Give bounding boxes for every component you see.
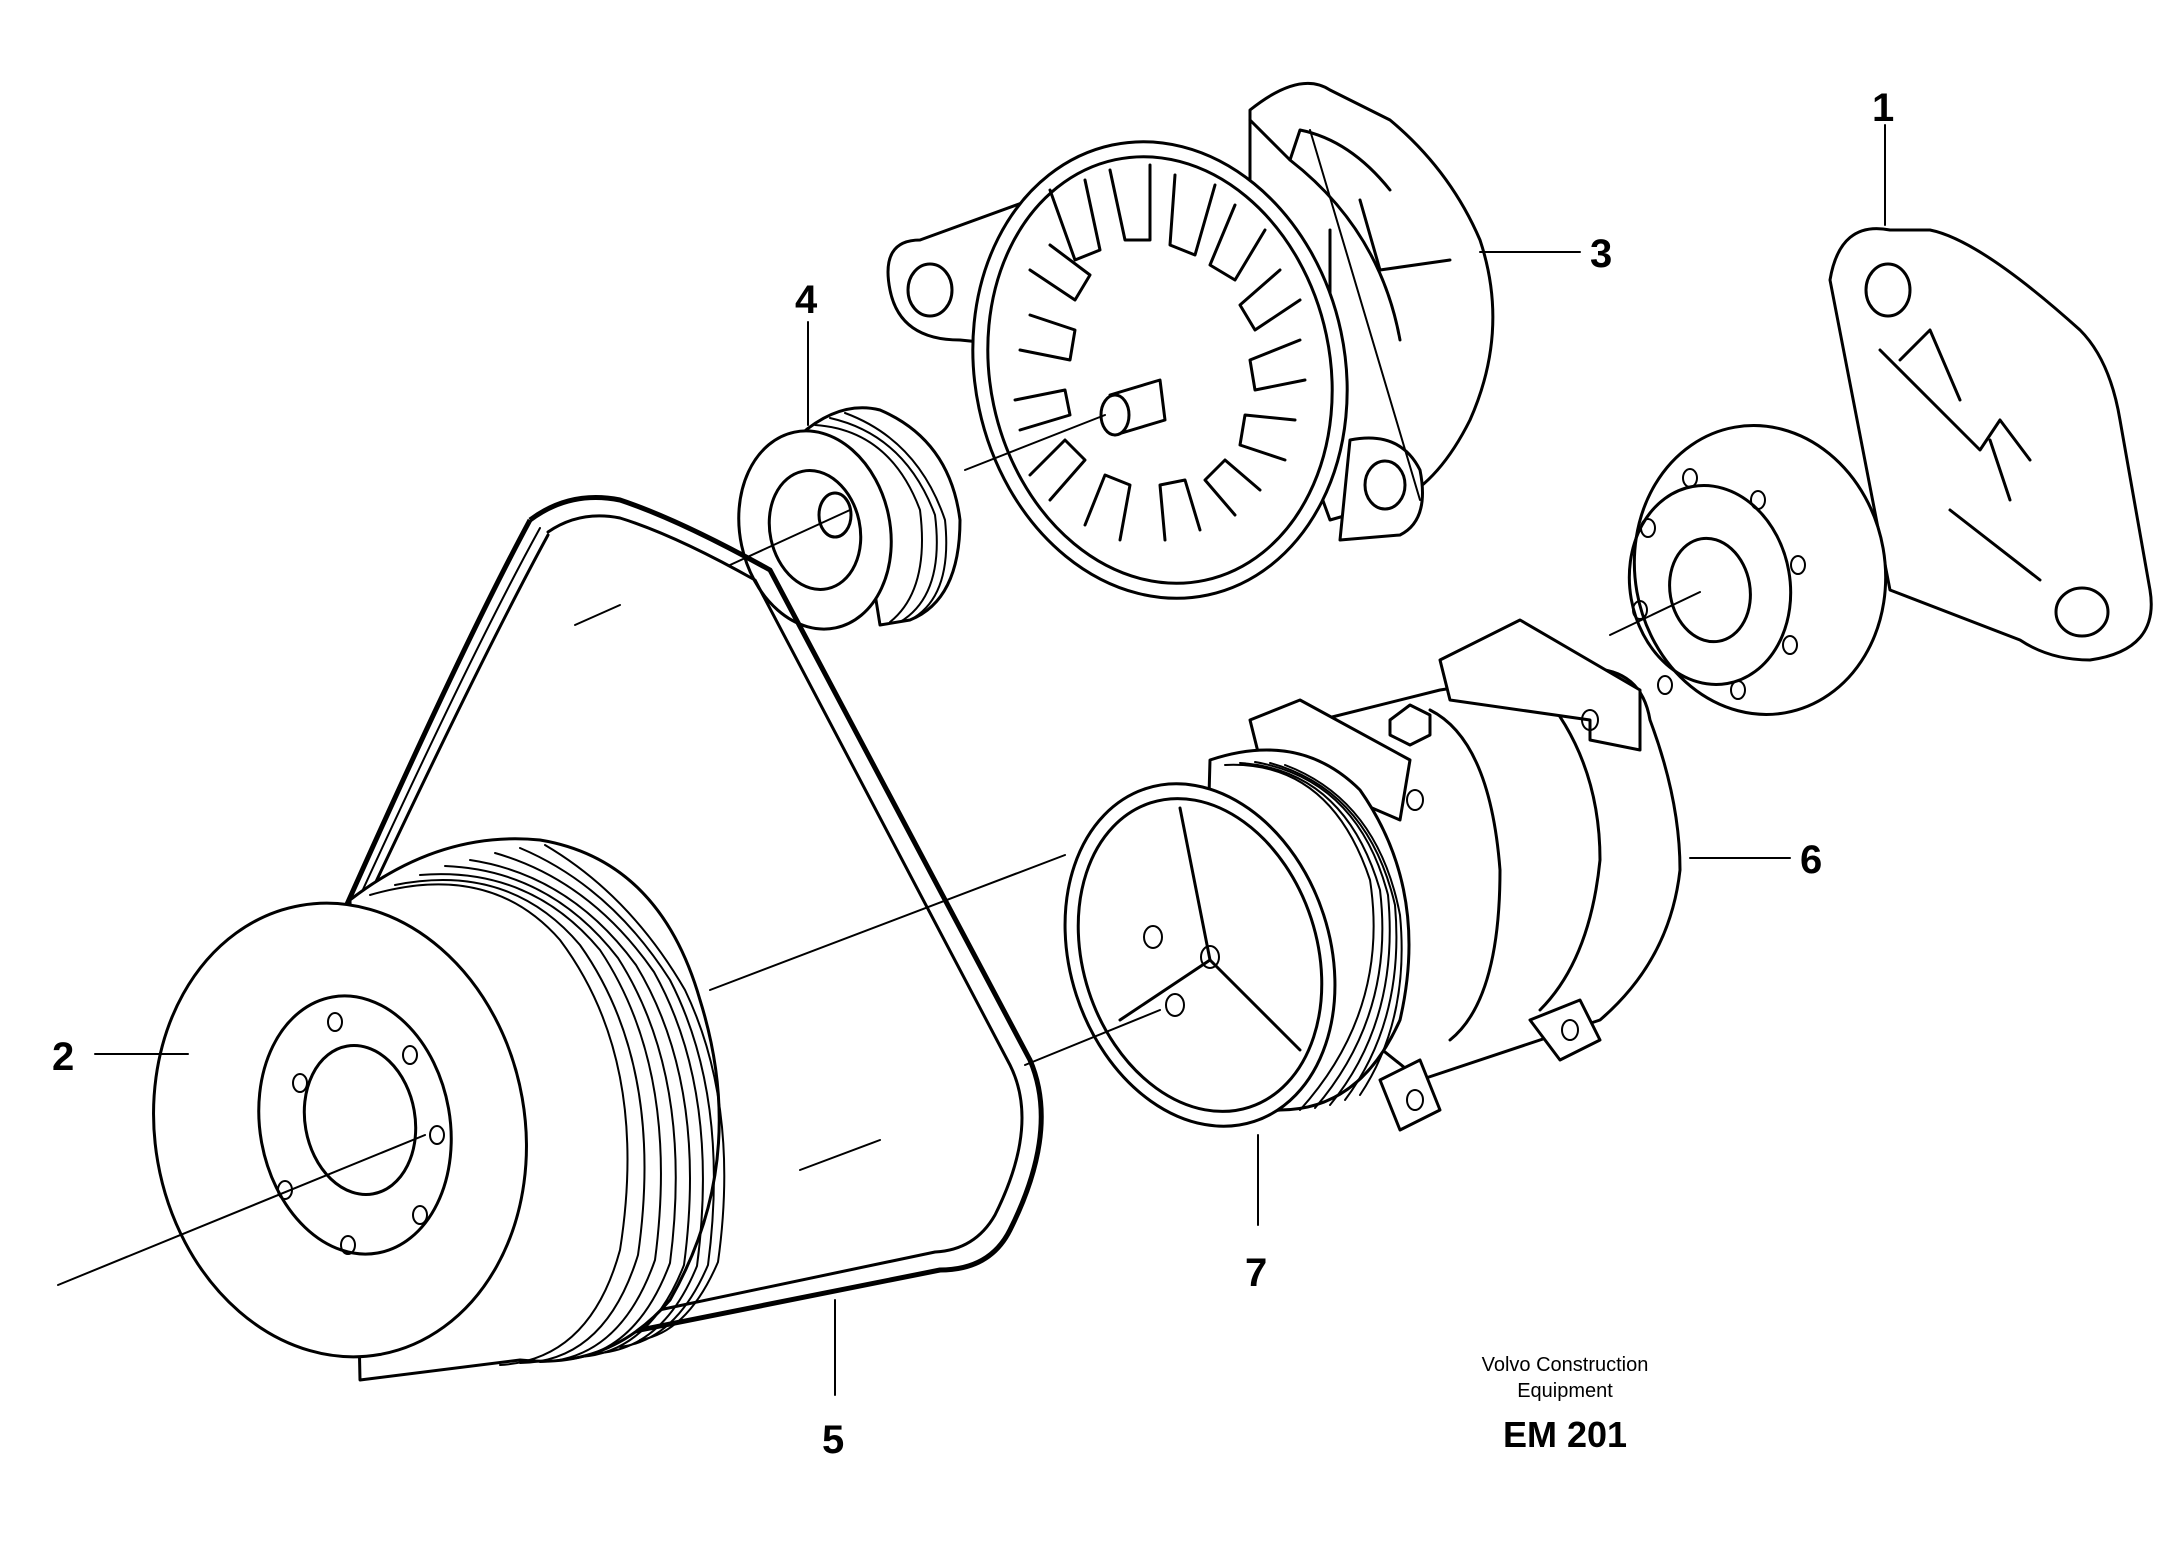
callout-5: 5	[822, 1418, 845, 1462]
brand-block: Volvo Construction Equipment EM 201	[1455, 1352, 1675, 1456]
belt-part	[337, 495, 1044, 1353]
brand-line-1: Volvo Construction	[1481, 1354, 1649, 1376]
callout-1: 1	[1872, 86, 1895, 130]
callout-4: 4	[795, 278, 818, 322]
callout-2: 2	[52, 1035, 75, 1079]
crankshaft-pulley-part	[152, 837, 726, 1382]
alternator-pulley-part	[737, 406, 962, 631]
compressor-pulley-part	[1063, 748, 1411, 1128]
bracket-pump-part	[1627, 227, 2153, 716]
brand-line-2: Equipment	[1517, 1380, 1613, 1402]
callout-7: 7	[1245, 1251, 1268, 1295]
callout-6: 6	[1800, 838, 1823, 882]
compressor-part	[1248, 618, 1682, 1132]
leader-lines	[94, 124, 1886, 1396]
axis-lines	[57, 414, 1701, 1286]
callout-3: 3	[1590, 232, 1613, 276]
drawing-code: EM 201	[1502, 1414, 1628, 1455]
alternator-part	[886, 81, 1495, 600]
